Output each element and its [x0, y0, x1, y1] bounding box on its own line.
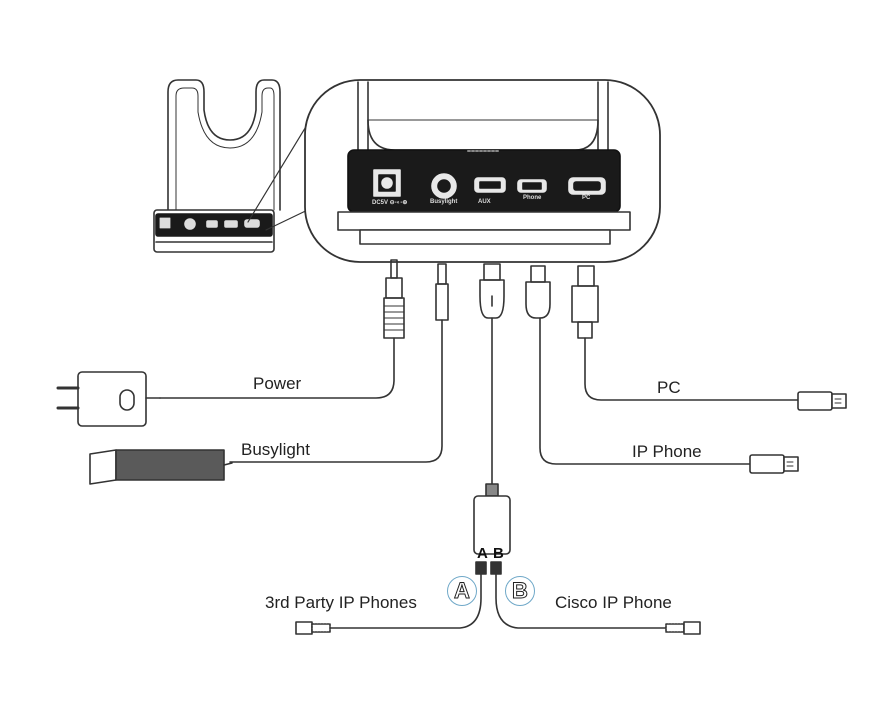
badge-b-text: B: [512, 578, 529, 604]
label-busylight: Busylight: [241, 440, 310, 459]
power-adapter: [56, 371, 161, 427]
label-third-party-ip-phones: 3rd Party IP Phones: [265, 593, 417, 612]
label-pc: PC: [657, 378, 681, 397]
port-label-phone: Phone: [523, 195, 542, 201]
rj-plug-left: [295, 621, 331, 635]
zoom-line-top: [247, 119, 311, 223]
badge-a-text: A: [454, 578, 471, 604]
port-label-pc: PC: [582, 195, 591, 201]
busylight-plug: [435, 263, 449, 321]
phone-usb-plug: [525, 265, 551, 319]
label-cisco-ip-phone: Cisco IP Phone: [555, 593, 672, 612]
base-station-small: [153, 79, 281, 253]
splitter-label-a: A: [477, 545, 488, 562]
phone-cable: [539, 317, 751, 465]
port-label-dc: DC5V ⊖-◐-⊕: [372, 200, 408, 206]
pc-usb-plug: [571, 265, 599, 339]
label-ip-phone: IP Phone: [632, 442, 702, 461]
rj-plug-right: [665, 621, 701, 635]
splitter-box: [329, 483, 667, 629]
pc-usb-end: [797, 391, 847, 411]
badge-a: A: [447, 576, 477, 606]
pc-cable: [584, 337, 799, 401]
port-label-busylight: Busylight: [430, 199, 458, 205]
badge-b: B: [505, 576, 535, 606]
label-power: Power: [253, 374, 302, 393]
aux-plug: [479, 263, 505, 319]
splitter-label-b: B: [493, 545, 504, 562]
busylight-device: [89, 449, 233, 485]
base-station-zoom: [304, 79, 661, 263]
ip-phone-usb-end: [749, 454, 799, 474]
power-cable: [159, 337, 395, 399]
port-label-aux: AUX: [478, 199, 491, 205]
busylight-cable: [229, 319, 443, 463]
dc-plug: [383, 259, 405, 339]
